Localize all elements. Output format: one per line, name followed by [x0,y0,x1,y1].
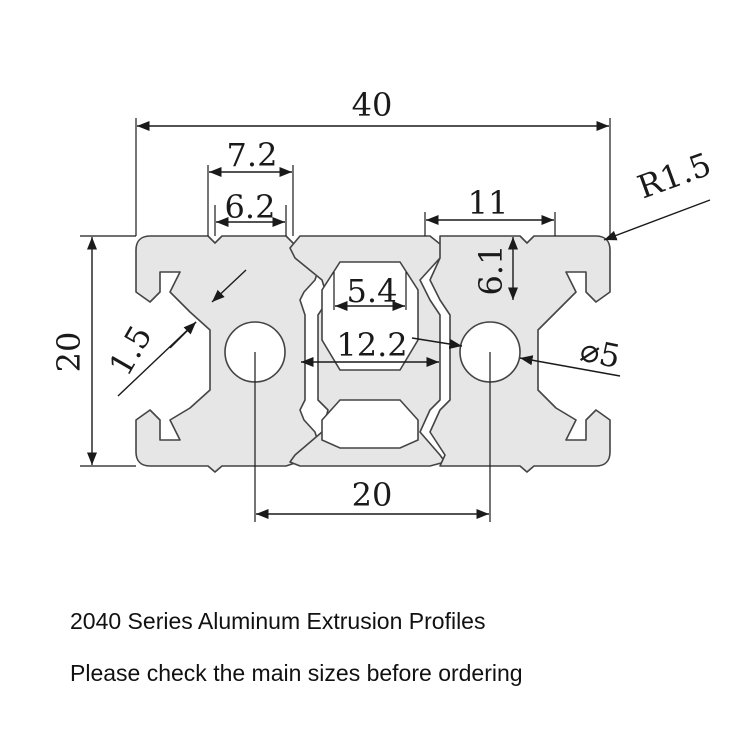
dimension-hole-diameter: ⌀5 [411,331,624,377]
dim-radius-label: R1.5 [633,145,716,206]
dimension-overall-width: 40 [135,86,611,236]
dim-hole-label: ⌀5 [577,331,624,376]
profile-cross-section [135,235,611,473]
dim-center-gap-label: 5.4 [347,272,398,310]
dim-height-label: 20 [50,332,88,373]
dimension-slot-width: 11 [424,184,556,236]
dim-center-width-label: 12.2 [336,326,407,364]
dimension-hole-spacing: 20 [254,352,491,522]
extrusion-profile-drawing: 40 7.2 6.2 11 6.1 R1.5 20 1 [50,86,716,522]
center-cavity [321,261,419,371]
dimension-slot-opening: 7.2 6.2 [207,136,294,236]
dimension-overall-height: 20 [50,235,136,467]
dimension-slot-depth: 6.1 [472,237,519,300]
dim-width-label: 40 [352,86,393,124]
center-cavity-lower [321,399,419,449]
dimension-corner-radius: R1.5 [603,145,716,241]
dim-slot-outer-label: 7.2 [227,136,278,174]
dim-slot-inner-label: 6.2 [225,188,276,226]
caption-note: Please check the main sizes before order… [70,660,523,686]
dimension-center-width: 12.2 [301,326,439,368]
caption-title: 2040 Series Aluminum Extrusion Profiles [70,608,486,634]
dim-wall-label: 1.5 [101,319,159,382]
dim-slot-width-label: 11 [468,184,509,222]
dimension-center-gap: 5.4 [333,272,407,312]
dim-hole-spacing-label: 20 [352,476,393,514]
dim-slot-depth-label: 6.1 [472,245,510,296]
